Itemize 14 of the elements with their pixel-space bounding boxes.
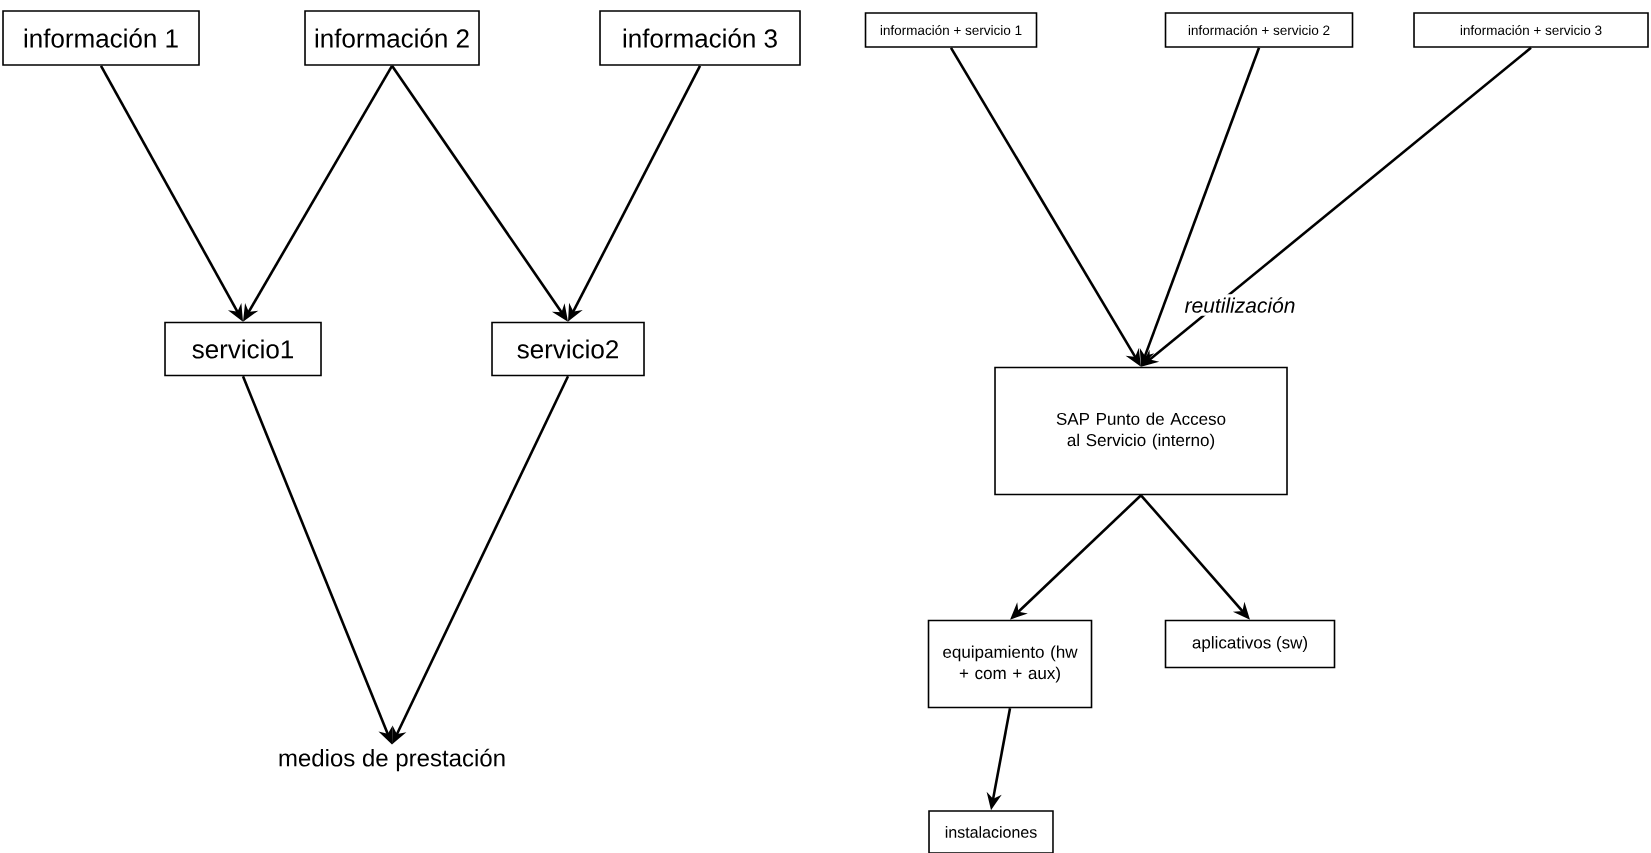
process-box: información + servicio 3 [1413,12,1649,48]
process-box: servicio1 [164,321,322,377]
process-box: servicio2 [491,321,645,377]
process-box: información 3 [599,10,801,66]
process-box: SAP Punto de Acceso al Servicio (interno) [994,366,1288,496]
node-text: medios de prestación [279,748,505,772]
process-box: información 1 [2,10,200,66]
process-box: información + servicio 2 [1164,12,1354,48]
process-box: información 2 [304,10,480,66]
process-box: instalaciones [928,810,1054,853]
process-box: aplicativos (sw) [1164,619,1336,669]
annotation-text: reutilización [1181,294,1299,316]
process-box: información + servicio 1 [864,12,1038,48]
process-box: equipamiento (hw + com + aux) [927,619,1093,709]
